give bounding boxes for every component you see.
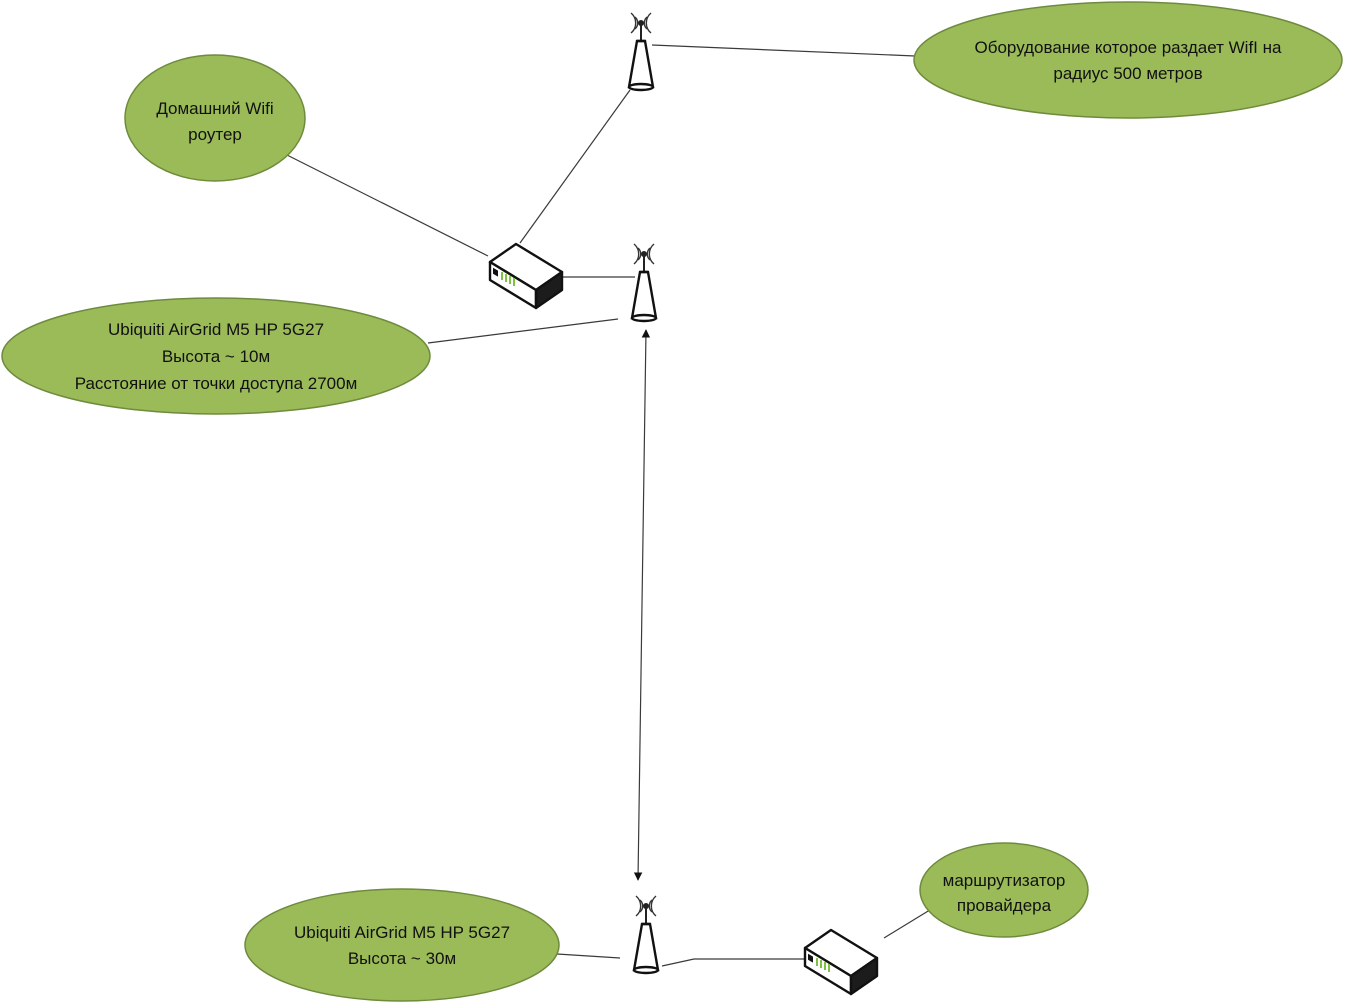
router-icon (488, 242, 564, 310)
line-airgrid-near-label (427, 318, 619, 344)
antenna-icon (627, 11, 655, 92)
line-home-router-label (286, 154, 489, 257)
bubble-text-line: маршрутизатор (943, 871, 1066, 890)
router-icon (803, 928, 879, 996)
line-far-antenna-to-isp-router (661, 958, 805, 967)
bubble-wifi-equipment: Оборудование которое раздает WifI на рад… (913, 1, 1343, 119)
connection-lines (286, 44, 939, 967)
bubble-text-line: Высота ~ 30м (348, 949, 456, 968)
bubble-text-line: Оборудование которое раздает WifI на (975, 38, 1282, 57)
bubble-isp-router: маршрутизатор провайдера (919, 842, 1089, 938)
bubble-airgrid-far: Ubiquiti AirGrid M5 HP 5G27 Высота ~ 30м (244, 888, 560, 1002)
line-wifi-label (651, 44, 916, 57)
bubble-text-line: Ubiquiti AirGrid M5 HP 5G27 (108, 320, 324, 339)
bubble-text-line: провайдера (957, 896, 1052, 915)
wireless-link-arrow (633, 329, 651, 881)
bubble-text-line: Высота ~ 10м (162, 347, 270, 366)
bubble-text-line: Ubiquiti AirGrid M5 HP 5G27 (294, 923, 510, 942)
antenna-icon (632, 894, 660, 975)
bubble-text-line: роутер (188, 125, 242, 144)
bubble-text-line: Расстояние от точки доступа 2700м (75, 374, 358, 393)
bubble-home-router: Домашний Wifi роутер (124, 54, 306, 182)
bubble-airgrid-near: Ubiquiti AirGrid M5 HP 5G27 Высота ~ 10м… (1, 297, 431, 415)
line-router-to-top-antenna (519, 89, 631, 244)
line-airgrid-far-label (556, 953, 621, 959)
bubble-text-line: Домашний Wifi (156, 99, 273, 118)
bubble-text-line: радиус 500 метров (1053, 64, 1202, 83)
antenna-icon (630, 242, 658, 323)
